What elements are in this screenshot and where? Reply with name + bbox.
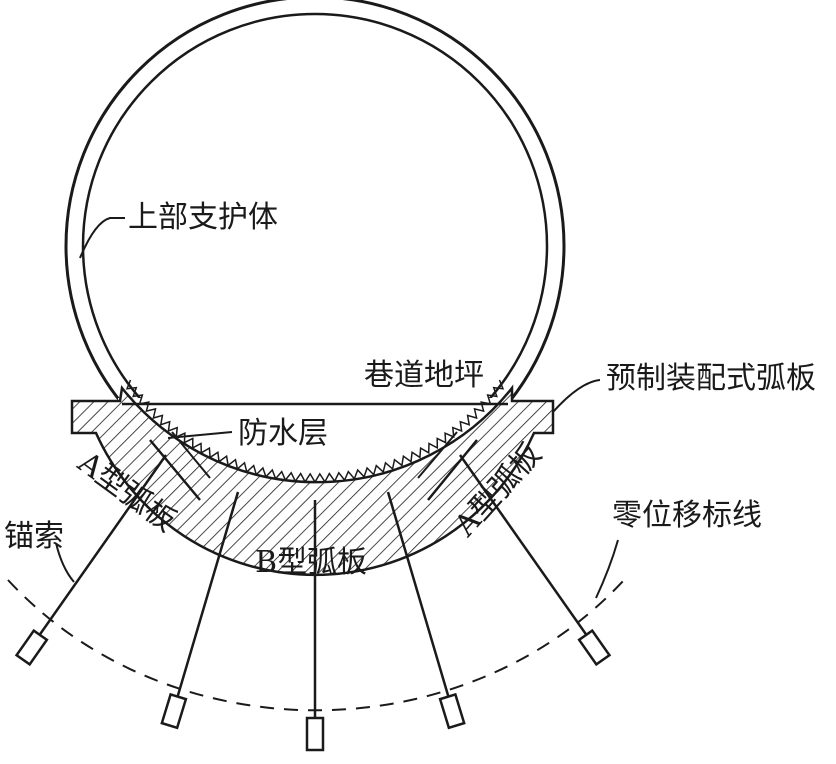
leader-lines: [55, 217, 619, 599]
label-zero-line: 零位移标线: [612, 498, 762, 533]
label-roadway-floor: 巷道地坪: [364, 358, 484, 393]
zero-displacement-line: [7, 579, 625, 712]
label-upper-support: 上部支护体: [128, 200, 278, 235]
label-prefab-arc: 预制装配式弧板: [606, 361, 816, 396]
anchor-cables: [14, 454, 612, 752]
label-anchor-cable: 锚索: [4, 519, 64, 554]
prefab-arc-plates: [70, 379, 555, 576]
label-b-arc: B型弧板: [255, 545, 367, 580]
label-waterproof: 防水层: [238, 416, 328, 451]
